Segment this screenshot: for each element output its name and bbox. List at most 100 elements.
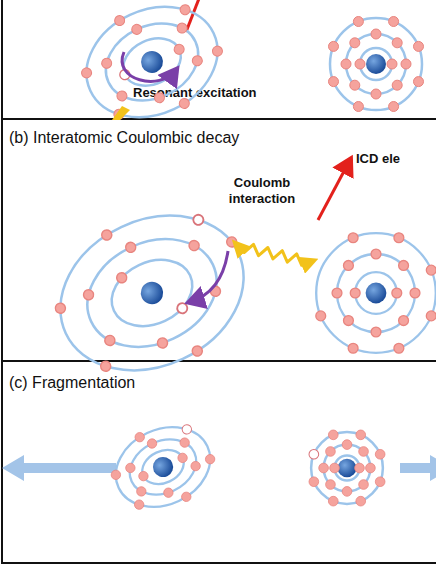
electron	[371, 89, 381, 99]
electron	[401, 59, 411, 69]
electron	[124, 462, 136, 474]
electron	[180, 491, 192, 503]
fragment-arrow-left	[2, 455, 116, 481]
atom-right-a	[329, 17, 424, 112]
electron	[113, 14, 126, 27]
electron	[371, 327, 381, 337]
electron	[103, 334, 116, 347]
nucleus	[366, 54, 386, 74]
electron	[115, 89, 128, 102]
atom-right-c	[309, 430, 385, 506]
electron	[176, 452, 188, 464]
electron	[389, 17, 399, 27]
orbit	[101, 247, 203, 338]
electron	[178, 3, 191, 16]
electron	[135, 485, 147, 497]
electron	[326, 447, 336, 457]
hole	[176, 302, 189, 315]
electron	[394, 343, 404, 353]
icd-electron-arrow	[318, 160, 350, 220]
orbit	[70, 219, 234, 367]
electron	[392, 80, 402, 90]
electron	[355, 463, 365, 473]
electron	[110, 469, 122, 481]
electron	[366, 463, 376, 473]
orbit	[355, 272, 397, 314]
electron	[344, 316, 354, 326]
orbit	[330, 18, 422, 110]
electron	[99, 360, 112, 373]
panel-heading: (b) Interatomic Coulombic decay	[9, 128, 239, 147]
orbit	[316, 233, 436, 353]
electron	[348, 343, 358, 353]
electron	[392, 38, 402, 48]
electron	[414, 77, 424, 87]
atom-left-c	[100, 408, 227, 526]
electron	[191, 344, 204, 357]
nucleus	[150, 454, 177, 481]
coulomb-wave	[238, 244, 310, 265]
electron	[124, 241, 137, 254]
electron	[387, 59, 397, 69]
electron	[162, 486, 174, 498]
electron	[414, 41, 424, 51]
electron	[399, 316, 409, 326]
atom-right-b	[316, 233, 436, 353]
electron	[134, 431, 146, 443]
orbit	[137, 444, 190, 491]
electron	[189, 460, 201, 472]
pointer-wedge	[112, 106, 130, 120]
hole	[181, 423, 193, 435]
electron	[225, 235, 238, 248]
electron	[375, 477, 385, 487]
electron	[392, 288, 402, 298]
electron	[342, 440, 352, 450]
electron	[342, 487, 352, 497]
nucleus	[137, 278, 167, 308]
orbit	[35, 187, 269, 399]
electron	[330, 463, 340, 473]
electron	[191, 54, 204, 67]
nucleus	[338, 459, 357, 478]
electron	[399, 261, 409, 271]
excitation-arrow	[122, 52, 176, 81]
electron	[178, 436, 190, 448]
electron	[130, 23, 143, 36]
electron-label: ICD ele	[356, 151, 400, 167]
interaction-label: Coulomb interaction	[220, 175, 304, 206]
electron	[348, 233, 358, 243]
electron	[133, 498, 145, 510]
electron	[356, 430, 366, 440]
electron	[328, 430, 338, 440]
electron	[359, 447, 369, 457]
electron	[394, 233, 404, 243]
electron	[211, 44, 224, 57]
electron	[371, 29, 381, 39]
orbit	[68, 0, 235, 138]
nucleus	[137, 47, 166, 76]
electron	[353, 17, 363, 27]
electron	[371, 249, 381, 259]
electron	[156, 336, 169, 349]
orbit	[103, 412, 223, 521]
electron	[355, 59, 365, 69]
electron	[100, 228, 113, 241]
electron	[350, 80, 360, 90]
orbit	[324, 445, 371, 492]
electron	[173, 43, 186, 56]
electron	[375, 449, 385, 459]
electron	[187, 239, 200, 252]
electron	[410, 288, 420, 298]
electron	[309, 477, 319, 487]
nucleus	[366, 283, 387, 304]
orbit	[93, 9, 210, 115]
fragment-arrow-right	[400, 455, 436, 481]
electron	[82, 288, 95, 301]
electron	[332, 288, 342, 298]
electron	[100, 57, 113, 70]
panel-heading: (c) Fragmentation	[9, 373, 135, 392]
electron	[326, 480, 336, 490]
electron	[115, 271, 128, 284]
orbit	[116, 29, 189, 94]
